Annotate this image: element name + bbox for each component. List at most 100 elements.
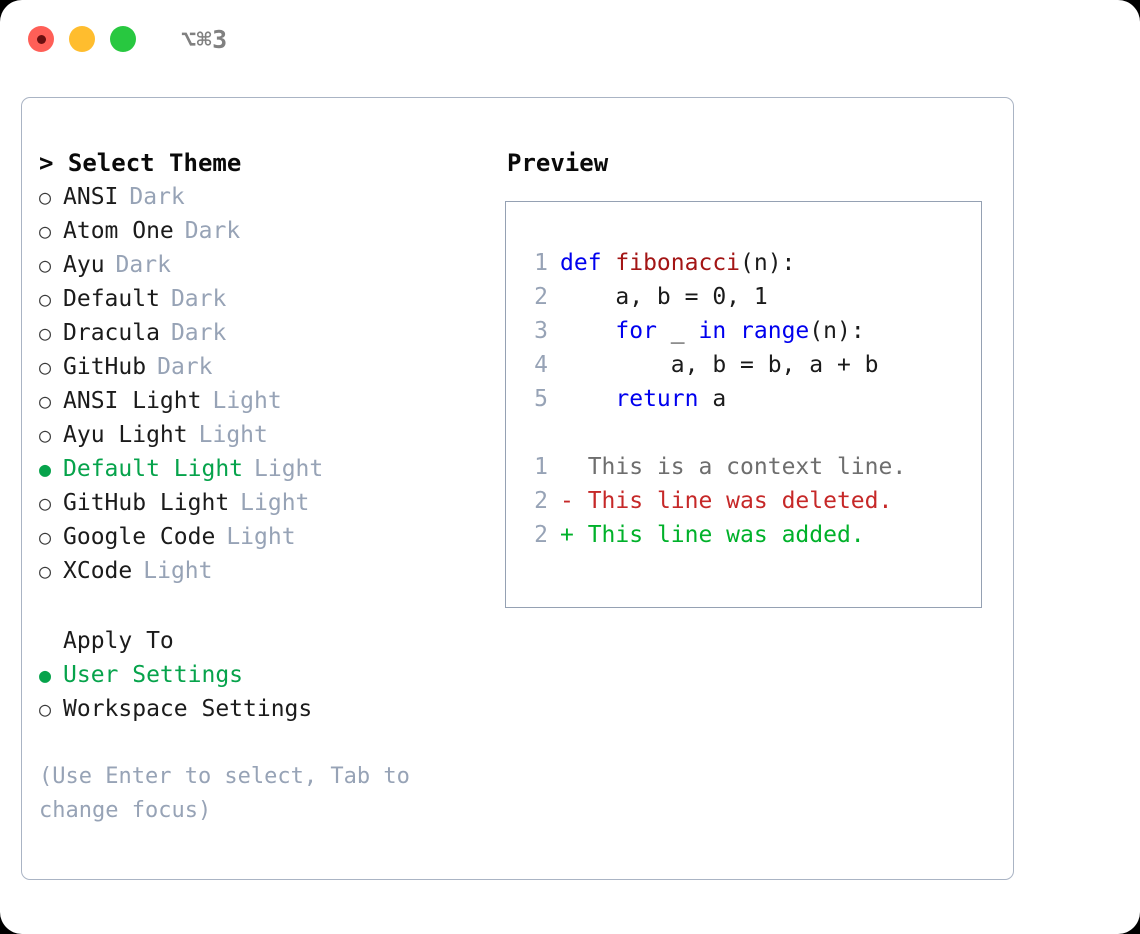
code-token: def [560, 250, 616, 276]
code-token: fibonacci [615, 250, 741, 276]
code-token: return [615, 386, 699, 412]
theme-list-item[interactable]: ○ Dracula Dark [39, 316, 505, 350]
radio-unselected-icon: ○ [39, 219, 52, 243]
code-text: def fibonacci(n): [560, 246, 795, 280]
radio-unselected-icon: ○ [39, 559, 52, 583]
diff-content: This line was deleted. [587, 488, 893, 514]
theme-name-label: Atom One [63, 218, 174, 244]
line-number: 1 [534, 454, 548, 480]
radio-unselected-icon: ○ [39, 287, 52, 311]
radio-unselected-icon: ○ [39, 423, 52, 447]
line-number: 5 [534, 386, 548, 412]
diff-text: + This line was added. [560, 518, 865, 552]
apply-to-list: ●User Settings○Workspace Settings [39, 658, 505, 726]
code-line: 2 a, b = 0, 1 [524, 280, 981, 314]
code-text: for _ in range(n): [560, 314, 865, 348]
apply-to-group: Apply To ●User Settings○Workspace Settin… [39, 624, 505, 726]
close-window-button[interactable] [28, 26, 54, 52]
diff-line: 1 This is a context line. [524, 450, 981, 484]
theme-name-label: ANSI Light [63, 388, 202, 414]
diff-marker: + [560, 522, 588, 548]
theme-variant-label: Dark [115, 252, 171, 278]
theme-list-item[interactable]: ● Default Light Light [39, 452, 505, 486]
code-token: for [615, 318, 657, 344]
theme-variant-label: Light [226, 524, 296, 550]
code-token: a [698, 386, 727, 412]
code-text: a, b = b, a + b [560, 348, 879, 382]
radio-unselected-icon: ○ [39, 253, 52, 277]
theme-variant-label: Light [198, 422, 268, 448]
theme-name-label: GitHub Light [63, 490, 230, 516]
line-number: 2 [534, 522, 548, 548]
title-bar: ⌥⌘3 [0, 0, 1140, 78]
radio-unselected-icon: ○ [39, 355, 52, 379]
theme-name-label: Ayu Light [63, 422, 188, 448]
theme-variant-label: Dark [184, 218, 241, 244]
close-icon [36, 34, 46, 44]
code-line: 1 def fibonacci(n): [524, 246, 981, 280]
theme-name-label: GitHub [63, 354, 147, 380]
diff-marker [560, 454, 588, 480]
code-token [726, 318, 740, 344]
apply-to-item[interactable]: ●User Settings [39, 658, 505, 692]
line-number: 2 [534, 488, 548, 514]
apply-to-item[interactable]: ○Workspace Settings [39, 692, 505, 726]
line-number: 1 [534, 250, 548, 276]
diff-content: This is a context line. [587, 454, 907, 480]
theme-variant-label: Dark [129, 184, 185, 210]
code-token: (n): [740, 250, 796, 276]
radio-unselected-icon: ○ [39, 491, 52, 515]
code-text: return a [560, 382, 726, 416]
diff-sample: 1 This is a context line.2- This line wa… [524, 450, 981, 552]
theme-name-label: Google Code [63, 524, 216, 550]
radio-unselected-icon: ○ [39, 697, 52, 721]
keyboard-shortcut-label: ⌥⌘3 [181, 24, 228, 54]
code-token: (n): [809, 318, 865, 344]
theme-name-label: Dracula [63, 320, 160, 346]
code-line: 3 for _ in range(n): [524, 314, 981, 348]
code-token: a, b = 0, 1 [560, 284, 768, 310]
maximize-window-button[interactable] [110, 26, 136, 52]
theme-list-item[interactable]: ○ Ayu Dark [39, 248, 505, 282]
minimize-window-button[interactable] [69, 26, 95, 52]
diff-content: This line was added. [587, 522, 865, 548]
diff-text: - This line was deleted. [560, 484, 892, 518]
line-number: 2 [534, 284, 548, 310]
radio-unselected-icon: ○ [39, 321, 52, 345]
diff-marker: - [560, 488, 588, 514]
preview-heading: Preview [507, 149, 609, 177]
diff-line: 2- This line was deleted. [524, 484, 981, 518]
theme-list-item[interactable]: ○ Ayu Light Light [39, 418, 505, 452]
theme-variant-label: Light [240, 490, 310, 516]
code-token: _ [656, 318, 699, 344]
select-theme-heading: > Select Theme [39, 149, 242, 177]
theme-variant-label: Light [143, 558, 213, 584]
radio-selected-icon: ● [39, 663, 52, 687]
line-number: 4 [534, 352, 548, 378]
theme-variant-label: Light [254, 456, 324, 482]
theme-list-item[interactable]: ○ GitHub Light Light [39, 486, 505, 520]
theme-name-label: Default Light [63, 456, 244, 482]
theme-name-label: Ayu [63, 252, 105, 278]
theme-variant-label: Dark [170, 320, 227, 346]
line-number: 3 [534, 318, 548, 344]
apply-to-heading: Apply To [63, 628, 174, 654]
theme-variant-label: Dark [170, 286, 227, 312]
radio-selected-icon: ● [39, 457, 52, 481]
code-token: a, b = b, a + b [560, 352, 879, 378]
radio-unselected-icon: ○ [39, 389, 52, 413]
theme-list-item[interactable]: ○ Atom One Dark [39, 214, 505, 248]
